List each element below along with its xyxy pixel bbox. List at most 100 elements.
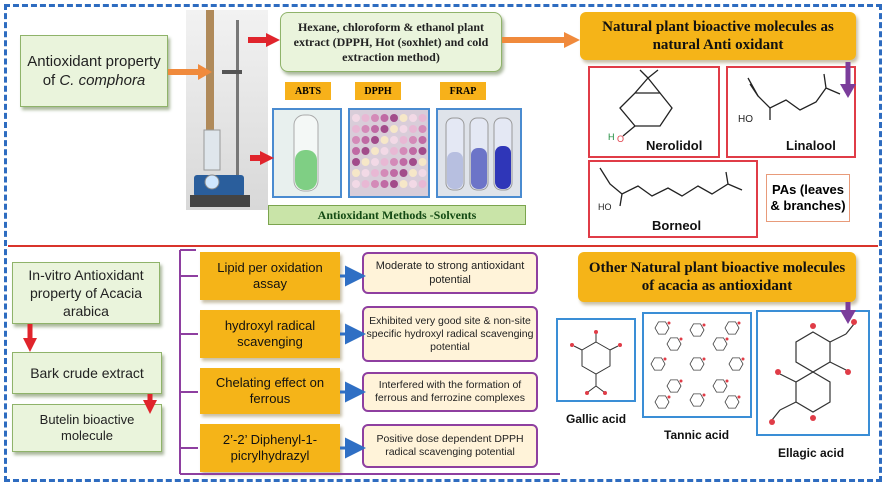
well bbox=[390, 125, 398, 133]
assay-box-hydroxyl: hydroxyl radical scavenging bbox=[200, 310, 340, 358]
linalool-structure: HO bbox=[738, 73, 841, 125]
pas-label-box: PAs (leaves & branches) bbox=[766, 174, 850, 222]
well bbox=[399, 147, 408, 155]
assay-name-hydroxyl: hydroxyl radical scavenging bbox=[224, 318, 316, 349]
well bbox=[352, 147, 360, 155]
ring bbox=[689, 357, 705, 371]
assay-box-chelating: Chelating effect on ferrous bbox=[200, 368, 340, 414]
well bbox=[352, 136, 360, 144]
molecule-box-borneol: HO Borneol bbox=[588, 160, 758, 238]
well bbox=[409, 158, 417, 166]
result-text-dpph: Positive dose dependent DPPH radical sca… bbox=[376, 433, 524, 458]
assay-bracket bbox=[179, 249, 560, 475]
extract-method-box: Hexane, chloroform & ethanol plant extra… bbox=[280, 12, 502, 72]
molecule-box-nerolidol: H O Nerolidol bbox=[588, 66, 720, 158]
well bbox=[418, 136, 427, 144]
nerolidol-structure: H O bbox=[608, 69, 673, 144]
ring bbox=[724, 395, 740, 409]
well bbox=[390, 114, 398, 122]
ellagic-acid-structure bbox=[769, 319, 857, 425]
ring bbox=[666, 337, 682, 351]
well bbox=[399, 169, 408, 177]
well bbox=[361, 125, 370, 133]
borneol-structure: HO bbox=[598, 167, 743, 212]
well bbox=[361, 180, 370, 188]
butelin-box: Butelin bioactive molecule bbox=[12, 404, 162, 452]
top-intro-box: Antioxidant property of C. comphora bbox=[20, 35, 168, 107]
well bbox=[409, 114, 417, 122]
abts-tube-photo bbox=[272, 108, 342, 198]
method-tag-dpph: DPPH bbox=[355, 82, 401, 100]
bottom-intro-box: In-vitro Antioxidant property of Acacia … bbox=[12, 262, 160, 324]
well bbox=[390, 180, 398, 188]
well bbox=[371, 169, 379, 177]
well bbox=[352, 180, 360, 188]
other-molecules-title-text: Other Natural plant bioactive molecules … bbox=[588, 260, 846, 294]
method-label-dpph: DPPH bbox=[364, 85, 392, 97]
soxhlet-apparatus-photo bbox=[186, 10, 268, 210]
well bbox=[409, 180, 417, 188]
acid-label-tannic: Tannic acid bbox=[664, 428, 730, 442]
ring bbox=[689, 393, 705, 407]
ring bbox=[724, 321, 740, 335]
well bbox=[352, 158, 360, 166]
gallic-acid-box bbox=[556, 318, 636, 402]
extract-method-text: Hexane, chloroform & ethanol plant extra… bbox=[293, 19, 489, 64]
top-intro-species: C. comphora bbox=[59, 72, 146, 89]
molecule-label-linalool: Linalool bbox=[786, 138, 836, 153]
bioactive-title-text: Natural plant bioactive molecules as nat… bbox=[602, 19, 834, 53]
assay-name-chelating: Chelating effect on ferrous bbox=[215, 375, 325, 406]
well bbox=[371, 114, 379, 122]
acid-label-gallic: Gallic acid bbox=[566, 412, 627, 426]
tannic-acid-box bbox=[642, 312, 752, 418]
well bbox=[352, 125, 360, 133]
well bbox=[390, 169, 398, 177]
well bbox=[380, 158, 389, 166]
method-label-abts: ABTS bbox=[294, 85, 322, 97]
assay-box-lipid: Lipid per oxidation assay bbox=[200, 252, 340, 300]
result-text-chelating: Interfered with the formation of ferrous… bbox=[375, 379, 525, 404]
well bbox=[418, 158, 427, 166]
ring bbox=[666, 379, 682, 393]
svg-text:HO: HO bbox=[598, 202, 612, 212]
well bbox=[361, 114, 370, 122]
well bbox=[418, 180, 427, 188]
well bbox=[418, 125, 427, 133]
ring bbox=[712, 337, 728, 351]
pas-label-text: PAs (leaves & branches) bbox=[770, 182, 846, 213]
well bbox=[380, 136, 389, 144]
ring bbox=[728, 357, 744, 371]
molecule-label-borneol: Borneol bbox=[652, 218, 702, 233]
result-text-hydroxyl: Exhibited very good site & non-site spec… bbox=[366, 314, 534, 353]
methods-caption-text: Antioxidant Methods -Solvents bbox=[317, 207, 477, 222]
frap-tubes-photo bbox=[436, 108, 522, 198]
molecule-label-nerolidol: Nerolidol bbox=[646, 138, 703, 153]
bottom-intro-text: In-vitro Antioxidant property of Acacia … bbox=[28, 267, 144, 319]
bioactive-title-box: Natural plant bioactive molecules as nat… bbox=[580, 12, 856, 60]
well bbox=[371, 180, 379, 188]
assay-name-dpph: 2’-2’ Diphenyl-1-picrylhydrazyl bbox=[222, 432, 318, 463]
well bbox=[399, 180, 408, 188]
well bbox=[399, 114, 408, 122]
acid-label-ellagic: Ellagic acid bbox=[778, 446, 845, 460]
well bbox=[409, 125, 417, 133]
well bbox=[418, 169, 427, 177]
svg-text:HO: HO bbox=[738, 114, 753, 125]
well bbox=[418, 114, 427, 122]
well bbox=[409, 169, 417, 177]
svg-text:H: H bbox=[608, 132, 615, 142]
butelin-text: Butelin bioactive molecule bbox=[39, 412, 135, 443]
well bbox=[399, 125, 408, 133]
well bbox=[380, 169, 389, 177]
ring bbox=[712, 379, 728, 393]
well bbox=[399, 136, 408, 144]
method-label-frap: FRAP bbox=[449, 85, 477, 97]
molecule-box-linalool: HO Linalool bbox=[726, 66, 856, 158]
section-divider bbox=[8, 245, 878, 247]
well bbox=[380, 125, 389, 133]
diagram-frame bbox=[4, 4, 882, 482]
well bbox=[418, 147, 427, 155]
well bbox=[361, 147, 370, 155]
result-box-lipid: Moderate to strong antioxidant potential bbox=[362, 252, 538, 294]
result-box-hydroxyl: Exhibited very good site & non-site spec… bbox=[362, 306, 538, 362]
